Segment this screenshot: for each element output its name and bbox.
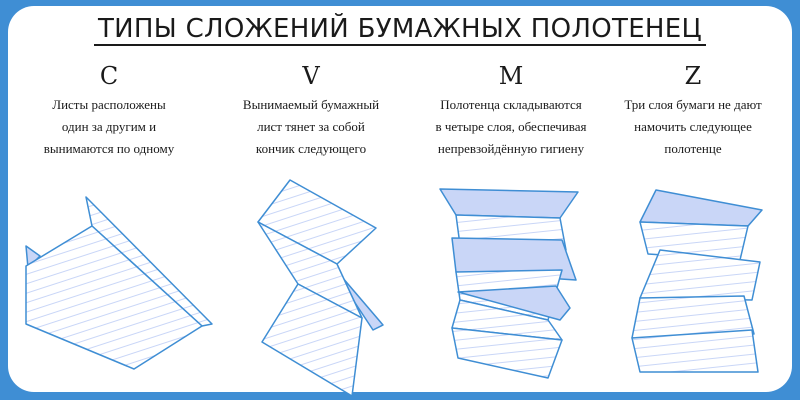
fold-v-column: V Вынимаемый бумажный лист тянет за собо…: [216, 62, 406, 160]
fold-m-letter: M: [498, 62, 524, 90]
fold-c-letter: C: [99, 62, 119, 90]
fold-z-column: Z Три слоя бумаги не дают намочить следу…: [598, 62, 788, 160]
v-fold-icon: [257, 179, 384, 397]
fold-z-description: Три слоя бумаги не дают намочить следующ…: [624, 97, 762, 156]
z-fold-icon: [631, 189, 763, 373]
fold-m-column: M Полотенца складываются в четыре слоя, …: [416, 62, 606, 160]
fold-z-letter: Z: [684, 62, 702, 90]
fold-m-description: Полотенца складываются в четыре слоя, об…: [435, 97, 587, 156]
fold-c-column: C Листы расположены один за другим и вын…: [14, 62, 204, 160]
fold-v-description: Вынимаемый бумажный лист тянет за собой …: [242, 97, 380, 156]
c-fold-icon: [25, 196, 213, 370]
m-fold-icon: [439, 188, 579, 379]
fold-c-description: Листы расположены один за другим и выним…: [43, 97, 175, 156]
fold-v-letter: V: [302, 62, 320, 90]
page-title: ТИПЫ СЛОЖЕНИЙ БУМАЖНЫХ ПОЛОТЕНЕЦ: [8, 14, 792, 46]
